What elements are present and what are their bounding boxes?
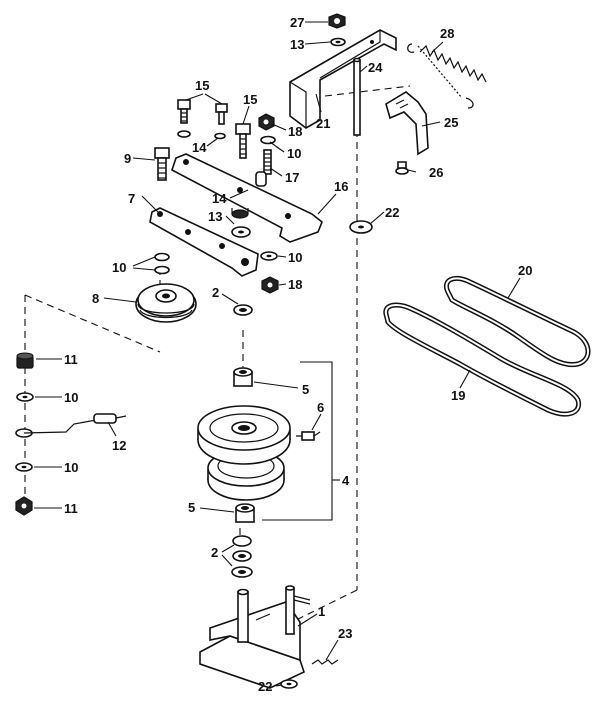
- part-15-bolt-right: [235, 123, 251, 159]
- label-17: 17: [285, 170, 299, 185]
- label-1: 1: [318, 604, 325, 619]
- part-17-stud: [263, 149, 272, 175]
- part-18-nut-top: [258, 113, 275, 131]
- part-8-pulley: [135, 283, 197, 323]
- part-11-nut-lower: [15, 496, 33, 516]
- label-19: 19: [451, 388, 465, 403]
- label-4: 4: [342, 473, 350, 488]
- label-10: 10: [64, 390, 78, 405]
- label-18: 18: [288, 124, 302, 139]
- part-20-belt: [444, 275, 591, 368]
- part-12-rod: [15, 413, 127, 438]
- label-26: 26: [429, 165, 443, 180]
- label-12: 12: [112, 438, 126, 453]
- label-10: 10: [64, 460, 78, 475]
- part-13-washer-mid: [231, 226, 251, 238]
- label-16: 16: [334, 179, 348, 194]
- label-7: 7: [128, 191, 135, 206]
- part-25-clip: [385, 91, 429, 156]
- label-24: 24: [368, 60, 383, 75]
- label-10: 10: [288, 250, 302, 265]
- part-7-plate: [149, 207, 259, 277]
- label-22: 22: [385, 205, 399, 220]
- part-2-bushings-lower: [231, 535, 253, 578]
- part-2-bushing-upper: [233, 304, 253, 316]
- label-2: 2: [212, 285, 219, 300]
- part-26-nut: [395, 161, 409, 175]
- label-27: 27: [290, 15, 304, 30]
- label-23: 23: [338, 626, 352, 641]
- label-13: 13: [208, 209, 222, 224]
- leader-lines: [34, 21, 521, 687]
- part-22-washer-upper: [349, 220, 373, 234]
- label-10: 10: [287, 146, 301, 161]
- part-28-spring: [407, 43, 487, 109]
- label-21: 21: [316, 116, 330, 131]
- label-8: 8: [92, 291, 99, 306]
- part-14-spring: [231, 208, 249, 219]
- label-5: 5: [188, 500, 195, 515]
- label-15: 15: [195, 78, 209, 93]
- washers-top: [177, 130, 276, 145]
- part-9-bolt: [154, 147, 170, 181]
- part-23-pin: [311, 659, 339, 665]
- alignment-lines: [24, 82, 411, 623]
- part-10-washer-right: [260, 251, 278, 261]
- part-10-washer-lower: [15, 462, 33, 472]
- part-labels: 27 13 28 24 21 25 15 15 18 10 14 9 17 26…: [64, 15, 532, 694]
- part-16-idler-arm: [171, 153, 323, 243]
- label-14: 14: [212, 191, 227, 206]
- part-19-belt: [383, 302, 582, 417]
- label-28: 28: [440, 26, 454, 41]
- label-22: 22: [258, 679, 272, 694]
- part-6-zerk: [296, 431, 321, 441]
- part-15-bolt-mid: [215, 103, 228, 125]
- part-5-bearing-lower: [235, 503, 255, 523]
- part-24-pin: [353, 57, 361, 136]
- part-13-washer-top: [330, 37, 346, 47]
- part-21-bracket: [289, 29, 397, 129]
- label-11: 11: [64, 501, 78, 516]
- label-6: 6: [317, 400, 324, 415]
- part-22-washer-lower: [280, 679, 298, 689]
- label-9: 9: [124, 151, 131, 166]
- label-5: 5: [302, 382, 309, 397]
- washers-10-left: [154, 252, 170, 275]
- label-10: 10: [112, 260, 126, 275]
- label-2: 2: [211, 545, 218, 560]
- label-20: 20: [518, 263, 532, 278]
- part-10-washer-upper: [16, 392, 34, 402]
- part-18-nut-lower: [261, 276, 279, 294]
- label-14: 14: [192, 140, 207, 155]
- part-4-double-pulley: [197, 405, 291, 501]
- label-13: 13: [290, 37, 304, 52]
- label-11: 11: [64, 352, 78, 367]
- label-18: 18: [288, 277, 302, 292]
- part-11-nut-upper: [16, 352, 34, 369]
- label-25: 25: [444, 115, 458, 130]
- part-5-bearing-upper: [233, 367, 253, 387]
- part-15-bolt-left: [177, 99, 191, 124]
- label-15: 15: [243, 92, 257, 107]
- part-27-nut: [328, 13, 346, 29]
- part-1-base-bracket: [199, 585, 311, 689]
